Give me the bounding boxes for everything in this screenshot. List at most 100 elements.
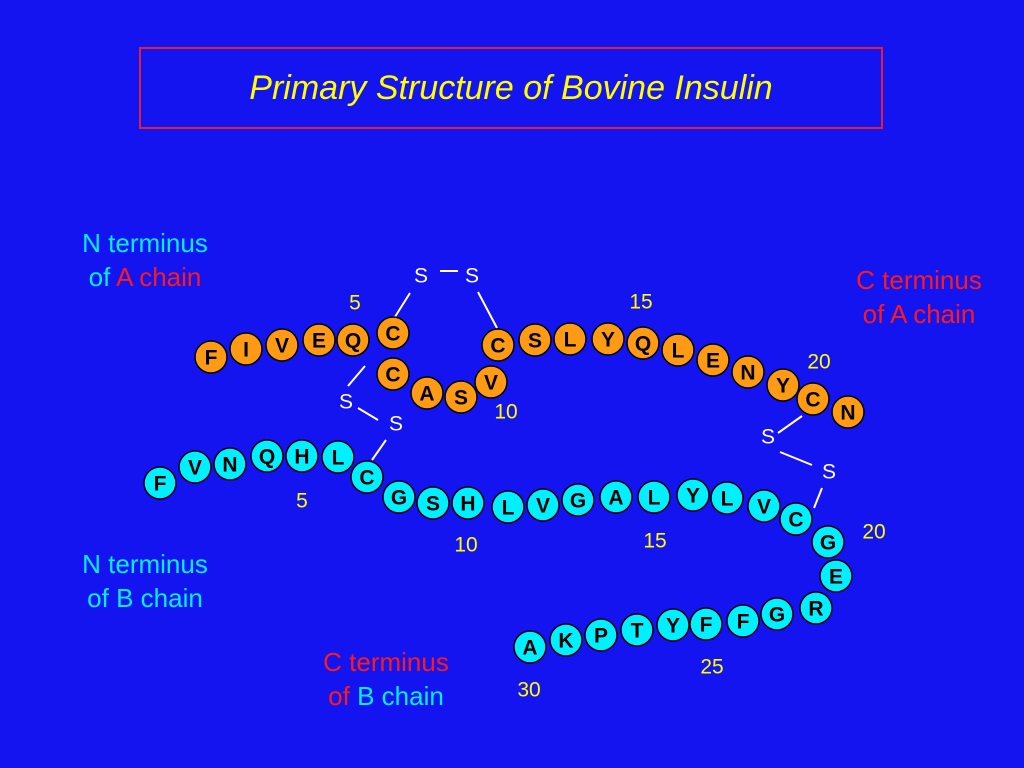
disulfide-bond-line [813, 487, 823, 509]
b-chain-residue [143, 466, 177, 500]
a-chain-residue [626, 326, 660, 360]
a-chain-residue-label: Q [345, 330, 361, 353]
b-chain-residue [416, 486, 450, 520]
b-chain-position-number: 20 [862, 521, 885, 544]
a-chain-residue-label: C [490, 335, 505, 358]
a-chain-residue-label: V [275, 335, 289, 358]
a-chain-residue [474, 365, 508, 399]
c-terminus-b-line2: of B chain [293, 679, 479, 713]
b-chain-residue [526, 488, 560, 522]
b-chain-residue [178, 450, 212, 484]
a-chain-position-number: 15 [629, 291, 652, 314]
a-chain-residue-label: V [484, 372, 498, 395]
b-chain-residue-label: C [359, 467, 374, 490]
n-terminus-b-line1: N terminus [82, 549, 208, 579]
disulfide-bond-line [777, 415, 803, 434]
b-chain-residue-label: A [522, 637, 537, 660]
b-chain-residue-label: N [222, 454, 237, 477]
c-terminus-a-line2: of A chain [826, 297, 1012, 331]
b-chain-residue [760, 597, 794, 631]
b-chain-residue-label: E [829, 566, 843, 589]
a-chain-residue-label: I [243, 339, 249, 362]
a-chain-residue [336, 323, 370, 357]
a-chain-residue-label: N [740, 362, 755, 385]
b-chain-residue-label: H [294, 446, 309, 469]
b-chain-residue [584, 618, 618, 652]
n-terminus-a-prefix: of [88, 262, 117, 292]
c-terminus-a-label: C terminus of A chain [826, 263, 1012, 331]
disulfide-bond-line [477, 291, 498, 329]
sulfur-label: S [761, 426, 775, 449]
b-chain-residue [350, 460, 384, 494]
a-chain-residue [302, 323, 336, 357]
title-box: Primary Structure of Bovine Insulin [139, 47, 883, 129]
b-chain-residue-label: G [820, 532, 836, 555]
n-terminus-b-label: N terminus of B chain [52, 547, 238, 615]
b-chain-residue-label: V [757, 496, 771, 519]
b-chain-residue [549, 623, 583, 657]
b-chain-residue-label: L [721, 488, 734, 511]
b-chain-residue-label: F [737, 611, 750, 634]
a-chain-residue-label: S [528, 330, 542, 353]
n-terminus-b-line2: of B chain [87, 583, 203, 613]
a-chain-residue [831, 395, 865, 429]
c-terminus-a-line1: C terminus [856, 265, 982, 295]
a-chain-position-number: 5 [349, 292, 361, 315]
b-chain-position-number: 15 [643, 530, 666, 553]
disulfide-bond-line [347, 365, 366, 387]
b-chain-residue [321, 440, 355, 474]
c-terminus-b-line1: C terminus [323, 647, 449, 677]
b-chain-residue [561, 483, 595, 517]
a-chain-residue-label: L [564, 329, 577, 352]
b-chain-residue-label: T [631, 620, 644, 643]
a-chain-residue-label: E [312, 330, 326, 353]
b-chain-residue [213, 447, 247, 481]
b-chain-residue-label: G [391, 487, 407, 510]
b-chain-residue [250, 439, 284, 473]
c-terminus-b-label: C terminus of B chain [293, 645, 479, 713]
b-chain-residue [747, 489, 781, 523]
a-chain-residue-label: C [385, 364, 400, 387]
c-terminus-a-prefix: of [862, 299, 891, 329]
disulfide-bond-line [357, 407, 379, 421]
n-terminus-a-line2: of A chain [52, 260, 238, 294]
a-chain-residue-label: A [419, 383, 434, 406]
b-chain-residue-label: H [460, 493, 475, 516]
b-chain-residue [689, 607, 723, 641]
a-chain-residue [410, 376, 444, 410]
b-chain-residue [620, 613, 654, 647]
a-chain-residue [766, 368, 800, 402]
a-chain-residue [481, 328, 515, 362]
a-chain-residue [796, 382, 830, 416]
a-chain-residue-label: S [454, 387, 468, 410]
c-terminus-b-prefix: of [328, 681, 358, 711]
b-chain-residue [799, 591, 833, 625]
n-terminus-a-label: N terminus of A chain [52, 226, 238, 294]
b-chain-residue-label: R [808, 598, 823, 621]
a-chain-residue [553, 322, 587, 356]
disulfide-bond-line [371, 439, 387, 461]
a-chain-residue-label: C [385, 323, 400, 346]
a-chain-residue [731, 355, 765, 389]
b-chain-residue-label: F [154, 473, 167, 496]
sulfur-label: S [389, 413, 403, 436]
a-chain-position-number: 10 [494, 401, 517, 424]
disulfide-bond-line [392, 292, 411, 321]
b-chain-residue-label: L [332, 447, 345, 470]
a-chain-residue-label: L [672, 340, 685, 363]
b-chain-residue-label: G [769, 604, 785, 627]
b-chain-residue-label: G [570, 490, 586, 513]
b-chain-residue-label: Y [686, 485, 700, 508]
b-chain-residue-label: Q [259, 446, 275, 469]
b-chain-residue [726, 604, 760, 638]
b-chain-residue [637, 480, 671, 514]
a-chain-residue-label: Y [601, 329, 615, 352]
a-chain-residue [661, 333, 695, 367]
b-chain-residue [710, 481, 744, 515]
sulfur-label: S [339, 391, 353, 414]
b-chain-residue-label: P [594, 625, 608, 648]
b-chain-residue [819, 559, 853, 593]
b-chain-residue [656, 608, 690, 642]
a-chain-position-number: 20 [807, 351, 830, 374]
